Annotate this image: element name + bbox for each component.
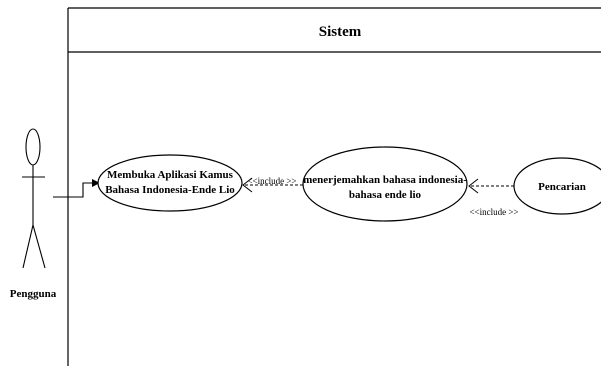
actor-name: Pengguna bbox=[10, 288, 57, 300]
use-case-translate-label-line1: menerjemahkan bahasa indonesia- bbox=[303, 174, 467, 186]
include-arrow-search-to-translate bbox=[468, 178, 514, 194]
include-arrow-translate-to-open-app bbox=[242, 177, 303, 193]
actor-figure bbox=[22, 128, 46, 269]
use-case-translate-label-line2: bahasa ende lio bbox=[349, 189, 422, 201]
use-case-open-app-label-line1: Membuka Aplikasi Kamus bbox=[107, 169, 234, 181]
include-label-2: <<include >> bbox=[469, 207, 518, 217]
use-case-open-app-label-line2: Bahasa Indonesia-Ende Lio bbox=[105, 184, 235, 196]
use-case-search-label: Pencarian bbox=[538, 181, 586, 193]
include-label-1: <<include >> bbox=[247, 176, 296, 186]
system-title: Sistem bbox=[319, 24, 362, 40]
association-line bbox=[53, 179, 100, 198]
system-boundary bbox=[67, 7, 601, 366]
use-case-open-app[interactable] bbox=[97, 154, 243, 212]
use-case-translate[interactable] bbox=[302, 146, 468, 222]
